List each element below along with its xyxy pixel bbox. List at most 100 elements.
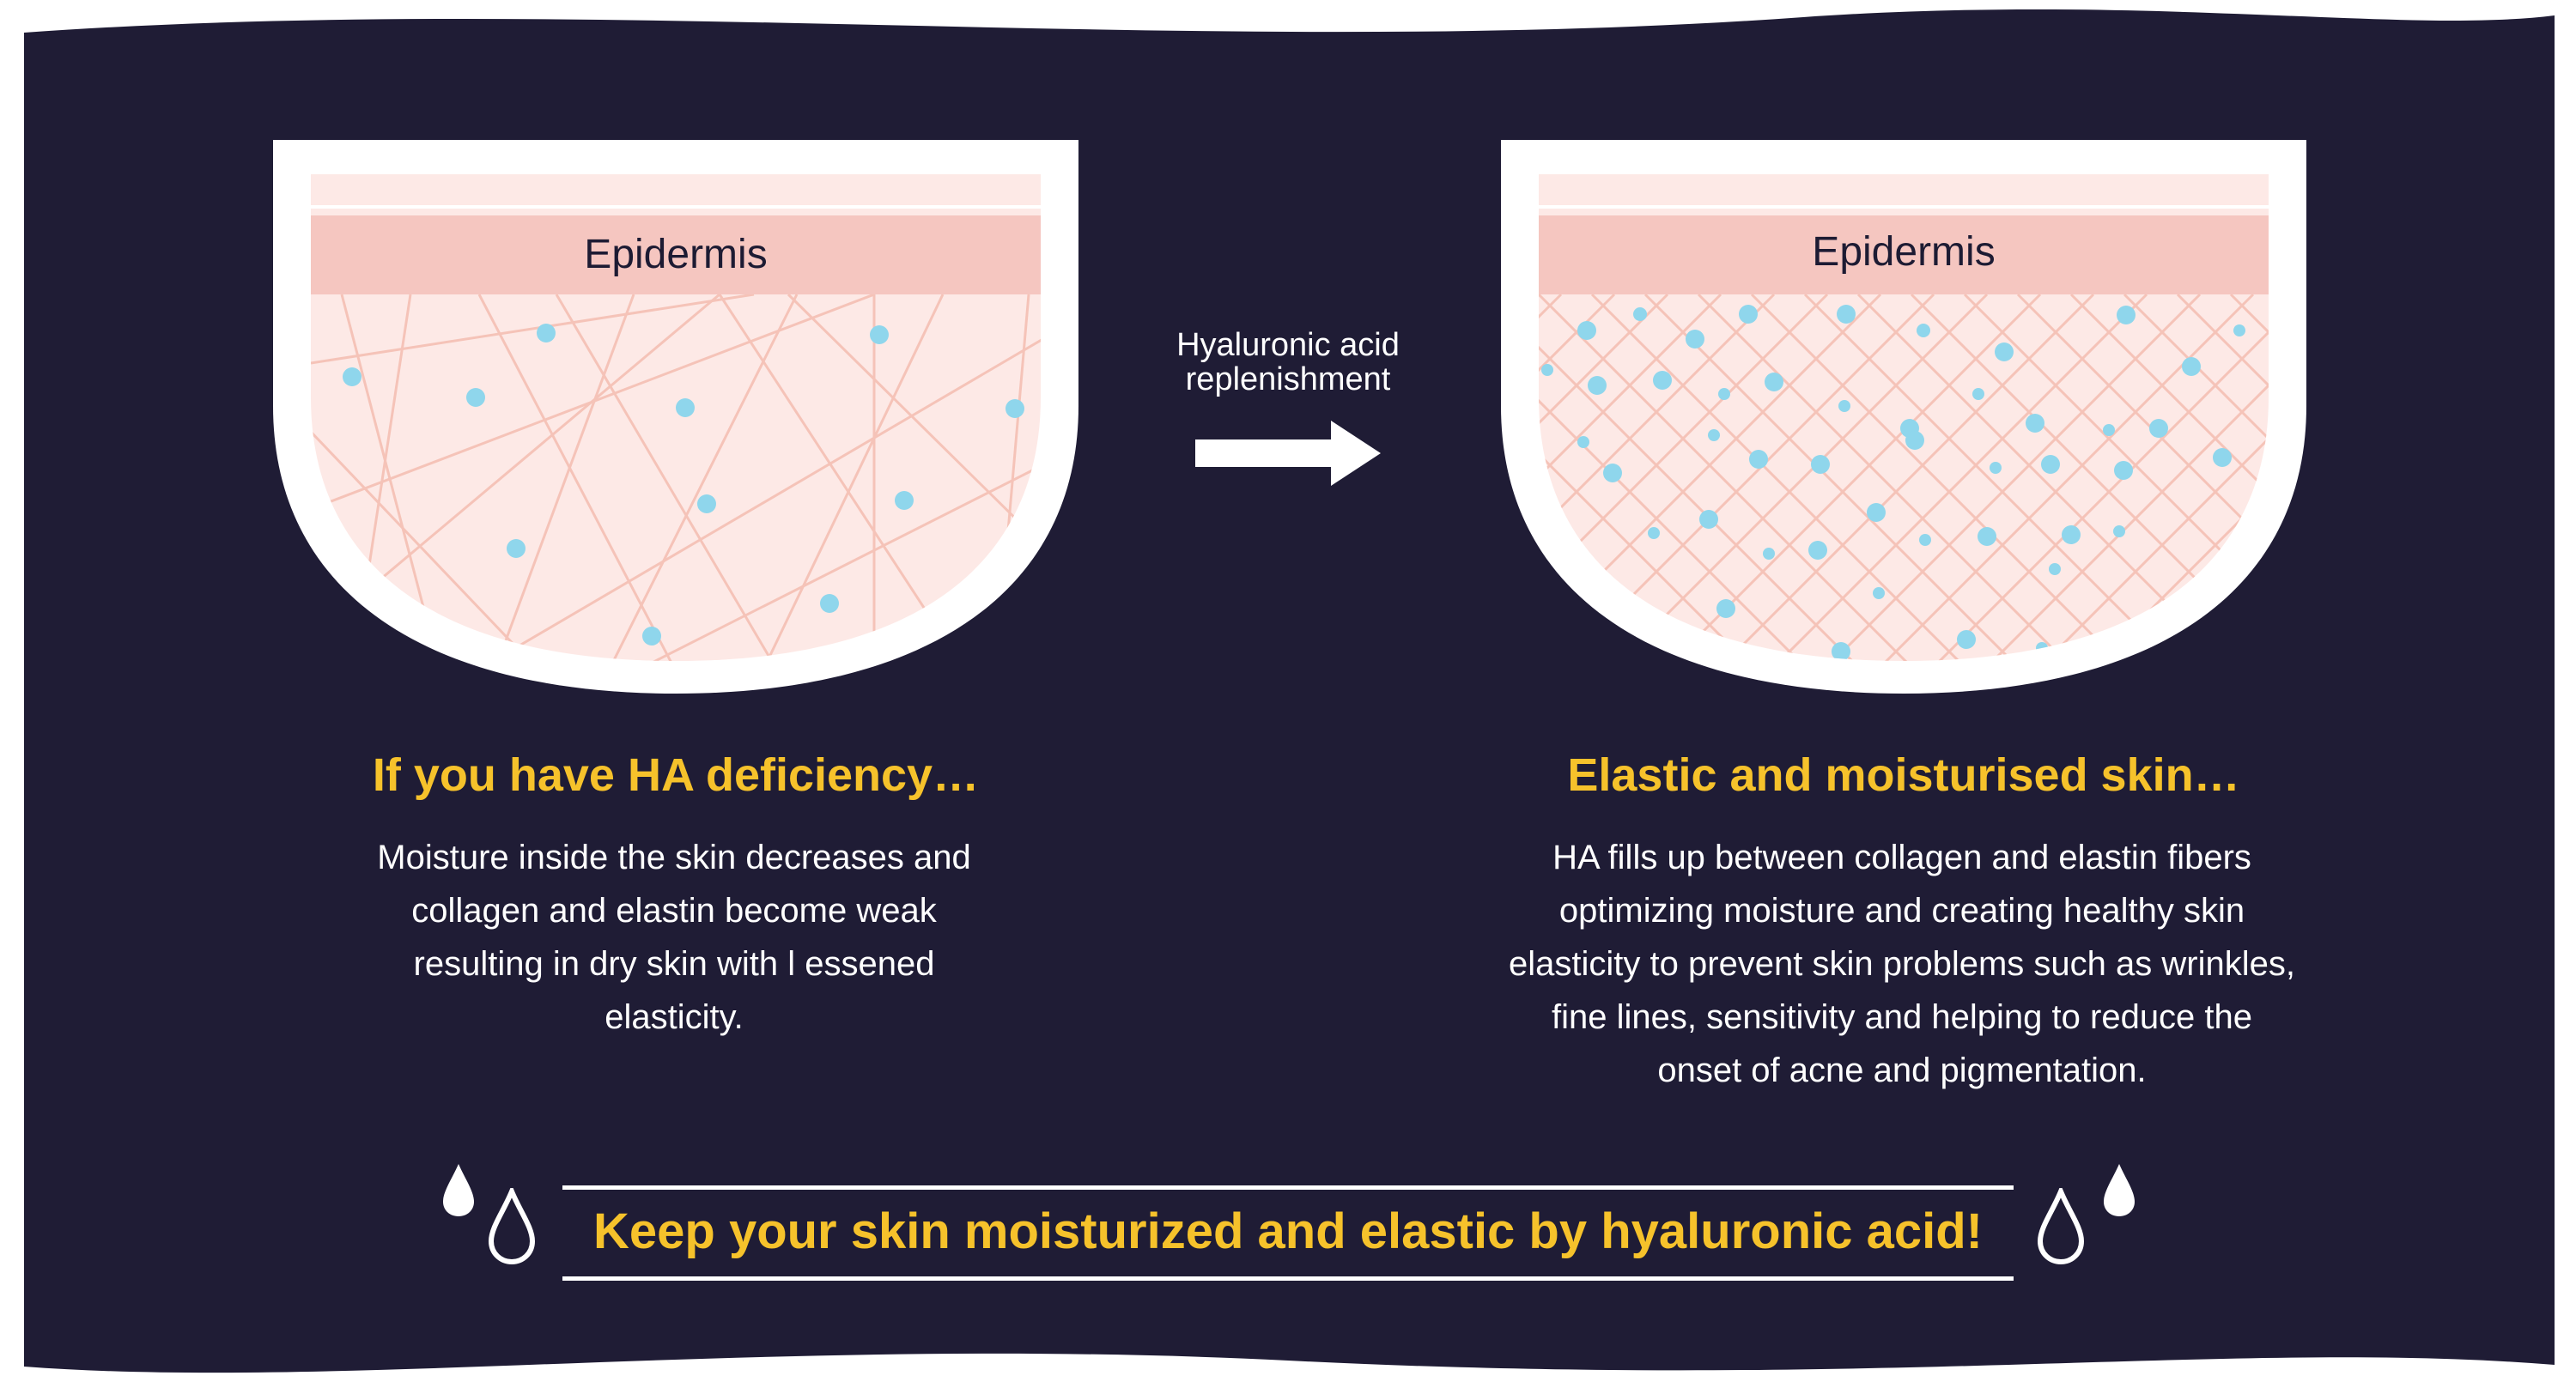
ha-droplet [2117,306,2136,324]
collagen-fiber [1963,293,2269,661]
collagen-fiber [1539,293,1722,661]
ha-droplet [2049,563,2061,575]
ha-droplet [676,398,695,417]
water-drop-icon [443,1164,474,1216]
footer-slogan: Keep your skin moisturized and elastic b… [593,1203,1983,1259]
footer-divider-top [562,1185,2014,1190]
ha-droplet [1832,642,1850,661]
ha-droplet [1577,321,1596,340]
ha-droplet [2041,455,2060,474]
collagen-fiber [752,294,945,661]
ha-droplet [1699,510,1718,529]
collagen-fiber [1539,293,1776,661]
ha-droplet [537,324,556,342]
ha-droplet [1919,534,1931,546]
top-layer-strip [311,174,1041,205]
ha-droplet [1648,527,1660,539]
ha-droplet [1588,376,1607,395]
ha-droplet [1577,436,1589,448]
ha-droplet [1811,455,1830,474]
top-layer-strip [1539,174,2269,205]
skin-diagram-moisturised: Epidermis [1501,140,2306,694]
ha-droplet [1653,371,1672,390]
right-panel-title: Elastic and moisturised skin… [1567,749,2240,801]
collagen-fiber [1910,293,2269,661]
collagen-fiber [2069,293,2269,661]
collagen-fiber [1803,293,2202,661]
collagen-fiber [1539,293,1616,661]
ha-droplet [2103,424,2115,436]
ha-droplet [466,388,485,407]
collagen-fiber [1539,293,1829,661]
ha-droplet [642,627,661,646]
fibers-sparse [311,293,1041,661]
collagen-fiber [1697,293,2095,661]
ha-droplet [1837,305,1856,324]
collagen-fiber [2016,293,2269,661]
ha-droplet [2149,419,2168,438]
collagen-fiber [444,336,1041,661]
left-panel-description: Moisture inside the skin decreases and c… [377,839,971,1036]
ha-droplet [2114,461,2133,480]
ha-droplet [697,494,716,513]
ha-droplet [1957,630,1976,649]
ha-droplet [1972,388,1984,400]
collagen-fiber [477,294,687,661]
ha-droplet [1978,527,1996,546]
collagen-fiber [598,294,799,661]
ha-droplets-sparse [343,324,1024,646]
footer-divider-bottom [562,1276,2014,1281]
epidermis-layer [311,215,1041,294]
ha-droplet [1905,431,1924,450]
collagen-fiber [555,294,790,661]
collagen-fiber [1643,293,2042,661]
ha-droplet [1541,364,1553,376]
epidermis-label: Epidermis [1812,229,1995,275]
ha-droplet [2233,324,2245,336]
ha-droplet [1749,450,1768,469]
ha-droplet [1005,399,1024,418]
ha-droplet [2213,448,2232,467]
collagen-fiber [486,294,635,661]
ha-droplet [1995,342,2014,361]
left-panel-title: If you have HA deficiency… [372,749,980,801]
water-drop-outline-icon [2037,1188,2085,1265]
ha-droplet [1739,305,1758,324]
ha-droplet [820,594,839,613]
ha-droplet [1716,599,1735,618]
ha-droplet [870,325,889,344]
ha-droplet [1917,324,1930,337]
ha-droplet [2026,414,2044,433]
ha-droplet [2182,357,2201,376]
epidermis-layer [1539,215,2269,294]
ha-droplet [343,367,361,386]
ha-droplet [1763,548,1775,560]
collagen-fiber [598,464,1041,661]
collagen-fiber [1539,293,1669,661]
skin-diagram-deficient: Epidermis [273,140,1078,694]
water-drop-icon [2104,1164,2135,1216]
collagen-fiber [2176,293,2269,661]
ha-droplet [2062,525,2081,544]
ha-droplet [1686,330,1704,349]
ha-droplet [1873,587,1885,599]
water-drop-outline-icon [488,1188,536,1265]
ha-droplet [1765,373,1783,391]
ha-droplet [1990,462,2002,474]
collagen-fiber [311,293,755,365]
ha-droplet [1838,400,1850,412]
ha-droplet [1708,429,1720,441]
ha-droplet [1633,307,1647,321]
arrow-label: Hyaluronic acid replenishment [1176,327,1400,397]
right-panel-description: HA fills up between collagen and elastin… [1509,839,2295,1089]
ha-droplets-dense [1541,305,2245,661]
collagen-fiber [1750,293,2148,661]
ha-droplet [895,491,914,510]
ha-droplet [1867,503,1886,522]
ha-droplet [1718,388,1730,400]
collagen-fiber [787,293,1041,545]
ha-droplet [2113,525,2125,537]
ha-droplet [1603,464,1622,482]
ha-droplet [507,539,526,558]
epidermis-label: Epidermis [584,232,767,277]
